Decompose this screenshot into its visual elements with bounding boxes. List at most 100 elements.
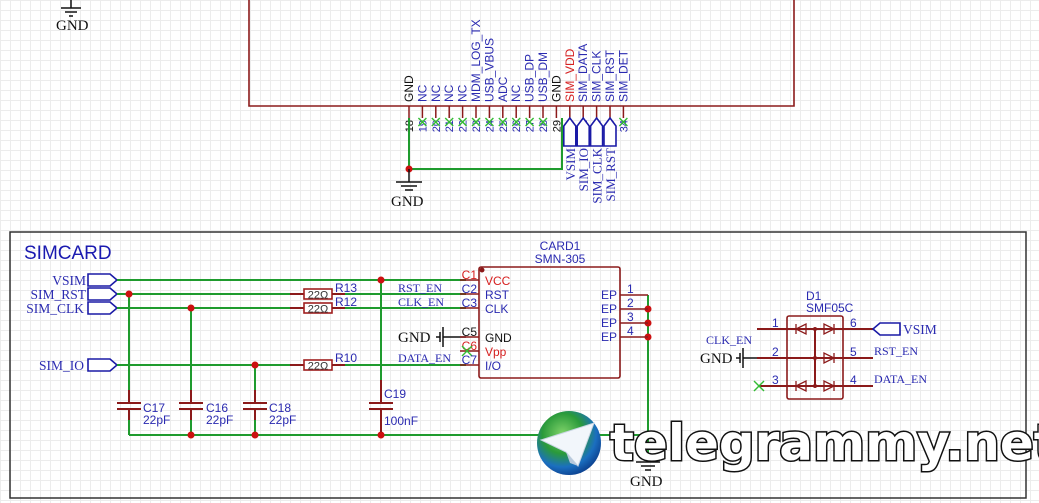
svg-text:R10: R10 bbox=[335, 351, 357, 365]
card-pin-ep-2[interactable]: EP 2 bbox=[601, 296, 648, 316]
pin-number: 4 bbox=[627, 324, 634, 338]
pin-number: C6 bbox=[462, 339, 478, 353]
net-port-label: VSIM bbox=[563, 148, 578, 181]
svg-text:GND: GND bbox=[398, 330, 431, 346]
gnd-symbol-c5: GND bbox=[398, 327, 466, 347]
capacitor-c17[interactable]: C17 22pF bbox=[117, 390, 170, 427]
net-label-rst-en-d1: RST_EN bbox=[874, 344, 918, 358]
module-pins: GND18NC19NC20NC21NC22MDM_LOG_TX23USB_VBU… bbox=[402, 19, 630, 132]
tvs-diode-d1[interactable]: D1 SMF05C 1 2 3 6 5 4 bbox=[753, 289, 873, 400]
module-pin-name: SIM_DATA bbox=[576, 44, 590, 102]
diode-icon bbox=[794, 379, 807, 393]
pin-name: VCC bbox=[485, 274, 511, 288]
pin-name: EP bbox=[601, 316, 617, 330]
svg-text:GND: GND bbox=[630, 474, 663, 490]
watermark-text: telegrammy.net bbox=[610, 414, 1039, 472]
module-pin-number: 29 bbox=[551, 120, 563, 132]
svg-text:22pF: 22pF bbox=[206, 413, 233, 427]
module-pin-name: MDM_LOG_TX bbox=[469, 19, 483, 102]
module-pin-name: GND bbox=[402, 75, 416, 102]
capacitor-c16[interactable]: C16 22pF bbox=[179, 390, 233, 427]
simcard-frame bbox=[9, 231, 1027, 499]
svg-text:SIM_RST: SIM_RST bbox=[30, 287, 86, 302]
watermark: telegrammy.net bbox=[537, 411, 1039, 475]
module-pin-name: NC bbox=[429, 84, 443, 102]
port-sim-io[interactable]: SIM_IO bbox=[39, 358, 119, 373]
resistor-r10[interactable]: 22Ω R10 bbox=[290, 351, 357, 373]
diode-icon bbox=[823, 379, 836, 393]
svg-text:22Ω: 22Ω bbox=[308, 304, 328, 316]
module-pin-name: GND bbox=[549, 75, 563, 102]
svg-text:4: 4 bbox=[850, 373, 857, 387]
pin-name: I/O bbox=[485, 359, 501, 373]
net-port-sim-io[interactable]: SIM_IO bbox=[576, 116, 591, 191]
svg-text:2: 2 bbox=[772, 345, 779, 359]
net-label-data-en-d1: DATA_EN bbox=[874, 372, 927, 386]
diode-icon bbox=[823, 322, 836, 336]
module-pin[interactable]: GND 29 bbox=[549, 75, 563, 132]
net-port-vsim[interactable]: VSIM bbox=[563, 116, 578, 181]
net-port-sim-clk[interactable]: SIM_CLK bbox=[590, 116, 605, 204]
module-pin-name: SIM_RST bbox=[603, 49, 617, 102]
port-vsim-d1[interactable]: VSIM bbox=[871, 322, 937, 337]
svg-text:C17: C17 bbox=[143, 401, 165, 415]
module-pin-name: SIM_DET bbox=[616, 49, 630, 102]
net-label-clk-en: CLK_EN bbox=[398, 295, 444, 309]
capacitor-c18[interactable]: C18 22pF bbox=[243, 390, 296, 427]
card-pin-ep-1[interactable]: EP 1 bbox=[601, 282, 648, 302]
resistor-r12[interactable]: 22Ω R12 bbox=[290, 295, 357, 316]
net-port-sim-rst[interactable]: SIM_RST bbox=[603, 116, 618, 202]
svg-text:C18: C18 bbox=[269, 401, 291, 415]
port-vsim[interactable]: VSIM bbox=[52, 273, 119, 288]
svg-text:22pF: 22pF bbox=[269, 413, 296, 427]
module-pin-name: SIM_VDD bbox=[563, 48, 577, 102]
gnd-symbol-top-left: GND bbox=[56, 0, 89, 34]
net-label-data-en: DATA_EN bbox=[398, 351, 451, 365]
module-body[interactable] bbox=[248, 0, 795, 107]
pin-number: 1 bbox=[627, 282, 634, 296]
resistor-r13[interactable]: 22Ω R13 bbox=[290, 281, 357, 302]
pin-number: 2 bbox=[627, 296, 634, 310]
module-pin-name: USB_DM bbox=[536, 52, 550, 102]
module-pin-name: NC bbox=[509, 84, 523, 102]
tvs-ref: D1 bbox=[806, 289, 822, 303]
capacitor-c19[interactable]: C19 100nF bbox=[369, 380, 418, 432]
pin-name: EP bbox=[601, 288, 617, 302]
module-pin-name: USB_DP bbox=[523, 54, 537, 102]
svg-text:C16: C16 bbox=[206, 401, 228, 415]
port-sim-clk[interactable]: SIM_CLK bbox=[26, 301, 119, 316]
pin-number: C3 bbox=[462, 296, 478, 310]
svg-text:GND: GND bbox=[700, 351, 733, 367]
port-sim-rst[interactable]: SIM_RST bbox=[30, 287, 119, 302]
net-port-label: SIM_CLK bbox=[590, 147, 605, 203]
svg-text:SIM_IO: SIM_IO bbox=[39, 358, 84, 373]
pin-name: GND bbox=[485, 331, 512, 345]
card-ref: CARD1 bbox=[540, 239, 581, 253]
net-port-label: SIM_RST bbox=[603, 148, 618, 202]
pin-name: EP bbox=[601, 302, 617, 316]
